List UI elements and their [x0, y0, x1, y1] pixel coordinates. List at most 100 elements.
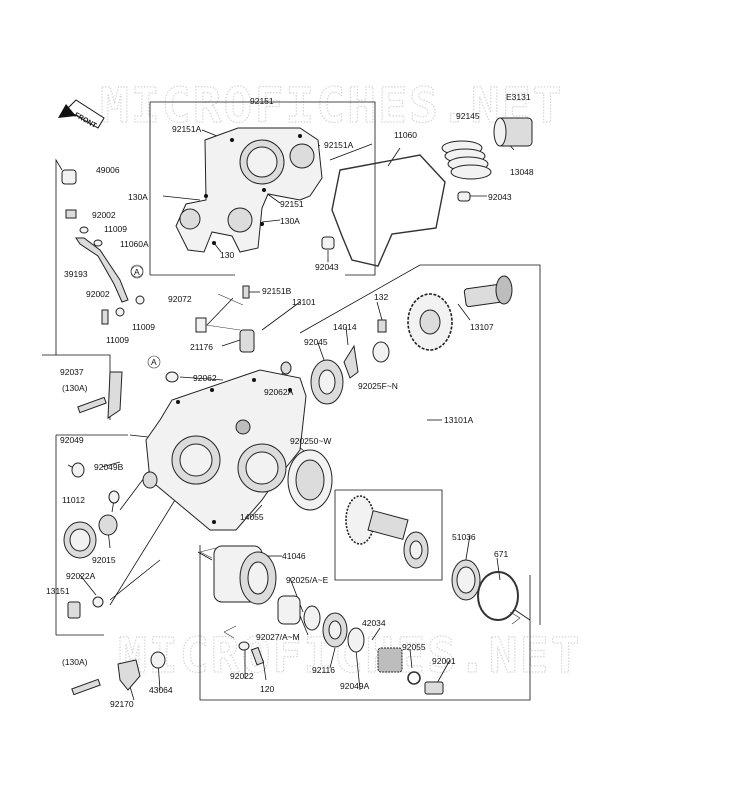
callout: 92002 — [92, 210, 116, 220]
callout: 13151 — [46, 586, 70, 596]
shim-92025 — [303, 605, 321, 631]
callout: 11060A — [120, 239, 149, 249]
callout: 11009 — [106, 335, 129, 345]
spacer-92116 — [347, 627, 365, 653]
bearing — [310, 359, 344, 405]
sprocket — [407, 293, 453, 351]
callout: 92045 — [304, 337, 328, 347]
callout: 11009 — [132, 322, 155, 332]
shim — [372, 341, 390, 363]
callout: 92001 — [432, 656, 456, 666]
dowel-pin-2 — [321, 236, 335, 250]
callout: 92027/A~M — [256, 632, 300, 642]
callout: 49006 — [96, 165, 120, 175]
plug — [280, 361, 292, 375]
gasket — [331, 154, 446, 267]
diagram-code: E3131 — [506, 92, 531, 102]
callout: 92151 — [250, 96, 274, 106]
callout: 92062A — [264, 387, 294, 397]
callout: 92170 — [110, 699, 134, 709]
bearing-92049A — [322, 612, 348, 648]
dowel-pin — [457, 191, 471, 202]
callout: 43064 — [149, 685, 173, 695]
o-ring — [407, 671, 421, 685]
callout: 671 — [494, 549, 508, 559]
callout: A — [151, 357, 157, 367]
pinion-gear — [377, 647, 403, 673]
cap — [63, 521, 97, 559]
callout: 14014 — [333, 322, 357, 332]
callout: 92055 — [402, 642, 426, 652]
sleeve — [165, 371, 179, 383]
callout: 92151 — [280, 199, 304, 209]
watermark-top: MICROFICHES.NET — [100, 78, 563, 134]
bracket-92037 — [107, 371, 123, 419]
breather-parts — [61, 169, 145, 325]
bracket — [343, 344, 359, 379]
gear-case-housing — [145, 369, 307, 531]
oil-seal — [71, 462, 85, 478]
callout-labels: 92151 92151A 92151A 130A 92151 130A 130 … — [46, 96, 534, 709]
o-ring-small — [108, 490, 120, 504]
callout: 92025/A~E — [286, 575, 329, 585]
callout: 92049A — [340, 681, 370, 691]
final-gear-case — [213, 545, 277, 605]
callout: 13107 — [470, 322, 494, 332]
callout: 14055 — [240, 512, 264, 522]
arrow-marker — [199, 547, 217, 559]
guide — [150, 651, 166, 669]
callout: 92015 — [92, 555, 116, 565]
bolt-130A — [71, 678, 101, 696]
ref-a-circle-1 — [130, 265, 144, 279]
callout: (130A) — [62, 383, 88, 393]
plug-bolt — [424, 681, 444, 695]
ref-a-circle-2 — [147, 355, 161, 369]
callout: 130A — [280, 216, 300, 226]
callout: 51036 — [452, 532, 476, 542]
seal — [142, 471, 158, 489]
spring — [441, 140, 492, 180]
callout: 92145 — [456, 111, 480, 121]
front-arrow-icon: FRONT — [58, 99, 105, 130]
callout: 92022 — [230, 671, 254, 681]
callout: 92043 — [315, 262, 339, 272]
callout: A — [134, 267, 140, 277]
drive-gear-assembly — [345, 495, 429, 569]
callout: 130 — [220, 250, 234, 260]
callout: 92151A — [172, 124, 202, 134]
bolt-120 — [250, 646, 265, 666]
callout: 13101A — [444, 415, 474, 425]
callout: 21176 — [190, 342, 213, 352]
bolt — [77, 396, 107, 414]
collar — [98, 514, 118, 536]
cam — [493, 117, 533, 147]
callout: 92037 — [60, 367, 84, 377]
washer-92022 — [238, 641, 250, 651]
shaft — [463, 275, 513, 308]
callout: 39193 — [64, 269, 88, 279]
callout: 120 — [260, 684, 274, 694]
callout: 42034 — [362, 618, 386, 628]
callout: 11060 — [394, 130, 417, 140]
bolt-132 — [377, 319, 387, 333]
sensor — [195, 285, 255, 353]
clamp — [117, 659, 141, 691]
callout: 92049B — [94, 462, 124, 472]
gear-case-cover — [175, 127, 323, 253]
callout: 92025F~N — [358, 381, 398, 391]
cover-plate-14055 — [287, 449, 333, 511]
callout: 13101 — [292, 297, 316, 307]
spacer — [277, 595, 301, 625]
callout: 11012 — [62, 495, 85, 505]
o-ring-671 — [477, 571, 519, 621]
callout: 92049 — [60, 435, 84, 445]
arrow-marker — [223, 625, 237, 639]
callout: 130A — [128, 192, 148, 202]
callout: 92002 — [86, 289, 110, 299]
callout: 92062 — [193, 373, 217, 383]
callout: 132 — [374, 292, 388, 302]
callout: 92072 — [168, 294, 192, 304]
callout: 92116 — [312, 665, 335, 675]
callout: (130A) — [62, 657, 88, 667]
